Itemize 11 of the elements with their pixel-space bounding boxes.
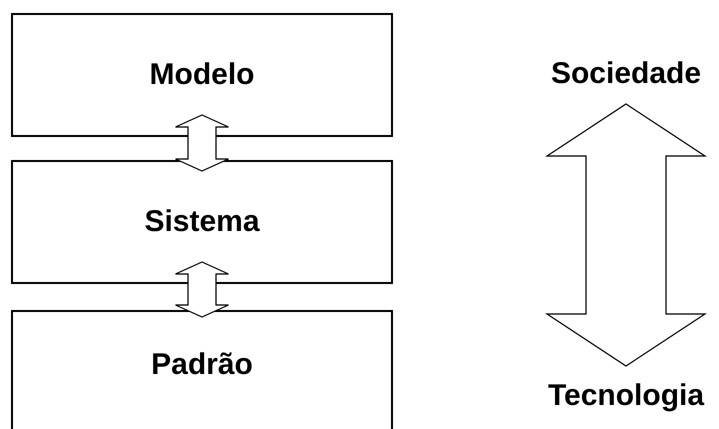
layer-label: Sistema (144, 207, 260, 237)
layer-box (11, 13, 393, 137)
pole-label: Tecnologia (548, 381, 704, 411)
double-block-arrow (174, 114, 230, 172)
pole-label: Sociedade (550, 59, 702, 89)
layer-label: Modelo (150, 60, 254, 90)
layer-box (11, 160, 393, 284)
double-block-arrow (174, 261, 230, 318)
layer-label: Padrão (151, 350, 253, 380)
layer-box (11, 310, 393, 429)
double-block-arrow (545, 103, 707, 367)
